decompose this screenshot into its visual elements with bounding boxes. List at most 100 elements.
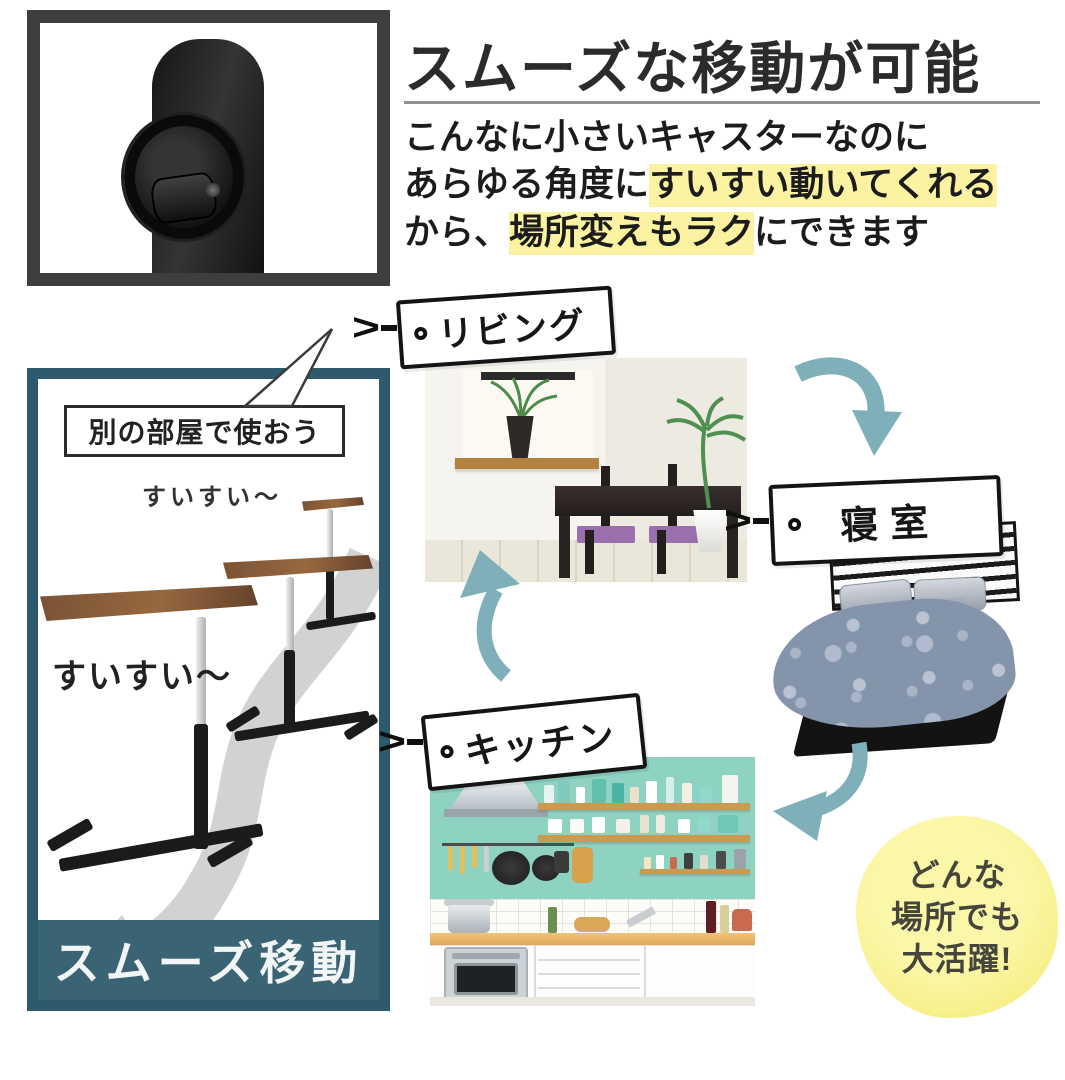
swish-text-near: すいすい～ <box>52 658 232 696</box>
upper-shelf <box>538 803 750 810</box>
tag-hole-icon <box>787 517 802 532</box>
cup <box>570 819 584 833</box>
highlighted-text: 場所変えもラク <box>509 211 755 255</box>
body-copy: こんなに小さいキャスターなのに あらゆる角度にすいすい動いてくれる から、場所変… <box>404 114 1065 256</box>
tag-kitchen: > キッチン <box>378 692 648 792</box>
kitchen-image <box>430 757 755 1009</box>
pot-lid <box>444 899 494 906</box>
tag-box-living: リビング <box>395 285 617 370</box>
panel-caption-banner: スムーズ移動 <box>38 920 379 1000</box>
spice-jar <box>670 857 677 869</box>
jar <box>544 785 554 803</box>
cup <box>678 819 690 833</box>
oil-bottle <box>548 907 557 933</box>
swish-text-far: すいすい～ <box>142 484 282 511</box>
range-hood-bar <box>444 809 548 817</box>
jar <box>592 779 606 803</box>
spice-jar <box>656 855 664 869</box>
cutting-board-icon <box>572 847 593 883</box>
cabinet-seam <box>534 945 536 997</box>
wall-shelf <box>455 458 599 469</box>
lower-shelf <box>538 835 750 842</box>
cooking-pot <box>448 905 490 933</box>
speech-bubble: 別の部屋で使おう <box>64 405 345 457</box>
body-line-3: から、場所変えもラクにできます <box>404 209 1065 256</box>
tag-bedroom: > 寝室 <box>724 474 1004 567</box>
chair-leg <box>585 530 594 574</box>
tag-living: > リビング <box>352 285 617 370</box>
tag-string <box>407 739 424 745</box>
jar <box>682 783 692 803</box>
utensil-rail <box>442 843 574 846</box>
heading-divider <box>404 101 1040 104</box>
palm-plant-icon <box>666 396 747 509</box>
jar <box>646 781 657 803</box>
tag-hole-icon <box>413 326 428 341</box>
badge-line-2: 場所でも <box>890 898 1023 935</box>
frying-pan-icon <box>492 851 530 885</box>
arrow-kitchen-to-living-icon <box>460 550 520 682</box>
glass <box>656 815 665 833</box>
canister <box>718 815 738 833</box>
drawer-line <box>538 987 640 989</box>
jar <box>576 787 585 803</box>
oven <box>444 947 528 1001</box>
panel-caption: スムーズ移動 <box>53 937 364 989</box>
tag-string <box>753 517 770 524</box>
chevron-connector-icon: > <box>378 720 407 763</box>
spice-jar <box>644 857 651 869</box>
oven-window <box>454 963 518 995</box>
jar <box>722 775 738 803</box>
table-pole <box>196 617 206 727</box>
table-pole-lower <box>284 650 295 728</box>
table-pole <box>286 577 294 652</box>
tag-label-bedroom: 寝室 <box>839 501 942 548</box>
page-title: スムーズな移動が可能 <box>404 37 982 100</box>
tag-label-kitchen: キッチン <box>462 715 619 773</box>
drawer-line <box>538 973 640 975</box>
spice-jar <box>700 855 708 869</box>
tag-box-bedroom: 寝室 <box>768 474 1004 567</box>
glass <box>640 815 649 833</box>
badge-line-3: 大活躍! <box>901 941 1013 978</box>
spice-shelf <box>640 869 750 874</box>
cup <box>592 817 605 833</box>
cabinet-seam <box>644 945 646 997</box>
table-leg <box>559 516 570 578</box>
jar <box>630 787 639 803</box>
canister <box>734 849 746 869</box>
table-pole-lower <box>194 724 208 849</box>
utensil <box>448 846 453 870</box>
chevron-connector-icon: > <box>352 305 381 349</box>
living-room-image <box>425 358 747 582</box>
tag-string <box>381 324 398 331</box>
cup <box>616 819 630 833</box>
jar <box>612 783 624 803</box>
caster-photo-frame <box>27 10 390 286</box>
spice-jar <box>716 851 726 869</box>
bread <box>574 917 610 932</box>
table-pole <box>327 509 333 564</box>
cup <box>698 817 710 833</box>
utensil <box>472 846 477 868</box>
tag-label-living: リビング <box>437 305 588 355</box>
tabletop <box>302 497 364 511</box>
caster-axle-icon <box>206 183 220 197</box>
utensil <box>484 846 489 872</box>
oven-mitt <box>554 851 569 873</box>
wine-bottle-icon <box>706 901 716 933</box>
arrow-living-to-bedroom-icon <box>794 357 902 456</box>
table-pole-lower <box>326 562 334 620</box>
tag-box-kitchen: キッチン <box>420 692 648 792</box>
jar <box>558 781 570 803</box>
utensil <box>460 846 465 874</box>
kitchen-floor <box>430 997 755 1006</box>
drawer-line <box>538 959 640 961</box>
table-leg <box>727 516 738 578</box>
tag-hole-icon <box>439 744 455 759</box>
body-line-2: あらゆる角度にすいすい動いてくれる <box>404 161 1065 208</box>
highlighted-text: すいすい動いてくれる <box>649 164 998 208</box>
speech-bubble-pointer <box>241 328 334 408</box>
highlight-badge: どんな 場所でも 大活躍! <box>856 816 1058 1018</box>
